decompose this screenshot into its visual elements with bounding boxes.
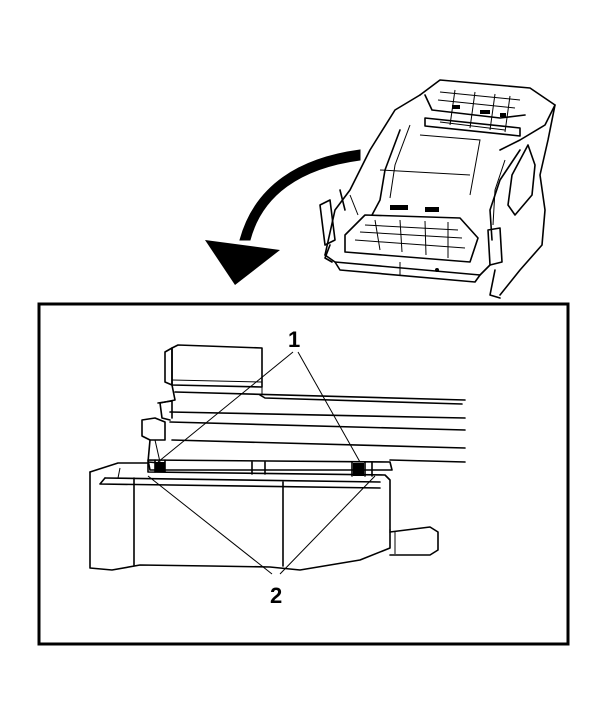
detail-frame <box>37 302 570 646</box>
direction-arrow <box>205 149 361 285</box>
detail-view <box>89 344 466 571</box>
callout-1: 1 <box>288 327 300 352</box>
vehicle-rear-overview <box>319 79 556 299</box>
callout-leaders <box>147 351 376 575</box>
callout-2: 2 <box>270 583 282 608</box>
